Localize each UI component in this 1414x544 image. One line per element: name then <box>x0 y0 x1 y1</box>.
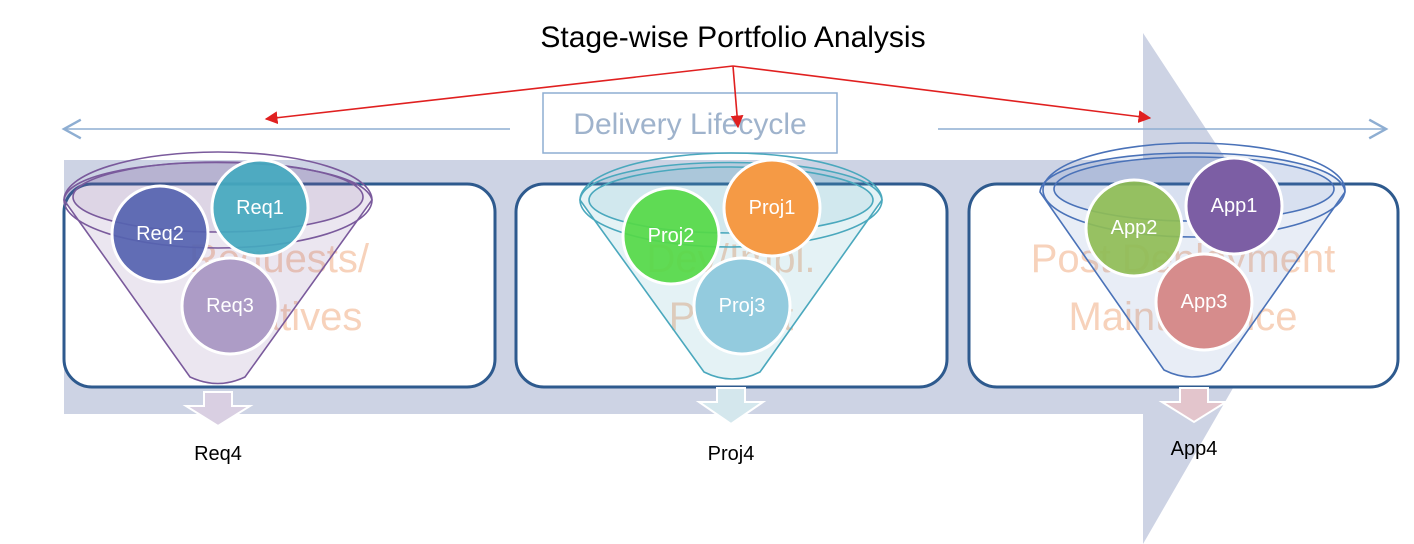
stage-requests: Requests/ Initiatives Req2 Req1 Req3 Req… <box>62 151 497 465</box>
circle-proj1 <box>722 158 822 258</box>
outcome-arrow <box>1158 387 1230 424</box>
title-arrow-center <box>730 65 744 129</box>
circle-label: Proj3 <box>719 295 766 317</box>
title-arrow-right <box>732 65 1152 123</box>
outcome-label: Req4 <box>194 443 242 465</box>
funnel-rim-outer <box>1042 142 1346 238</box>
circle-label: Req2 <box>136 223 184 245</box>
outcome-label: Proj4 <box>708 443 755 465</box>
circle-label: Proj1 <box>749 197 796 219</box>
circle-req2 <box>110 184 210 284</box>
circle-proj2 <box>621 186 721 286</box>
stage-development: Dev/Impl. Project Proj2 Proj1 Proj3 Proj… <box>514 152 949 465</box>
outcome-arrow <box>695 387 767 426</box>
circle-label: Proj2 <box>648 225 695 247</box>
circle-label: App2 <box>1111 217 1158 239</box>
funnel-rim-outer <box>63 151 373 249</box>
lifecycle-label-box <box>542 92 838 154</box>
title-arrow-left <box>264 65 734 125</box>
diagram-title: Stage-wise Portfolio Analysis <box>540 21 925 54</box>
outcome-arrow <box>182 391 254 428</box>
circle-req3 <box>180 256 280 356</box>
circle-label: App1 <box>1211 195 1258 217</box>
circle-label: Req3 <box>206 295 254 317</box>
circle-app1 <box>1184 156 1284 256</box>
circle-app2 <box>1084 178 1184 278</box>
circle-proj3 <box>692 256 792 356</box>
outcome-label: App4 <box>1171 438 1218 460</box>
circle-label: Req1 <box>236 197 284 219</box>
circle-req1 <box>210 158 310 258</box>
circle-app3 <box>1154 252 1254 352</box>
funnel-rim-outer <box>579 152 883 248</box>
circle-label: App3 <box>1181 291 1228 313</box>
stage-maintenance: Post Deployment Maintenance App2 App1 Ap… <box>967 142 1400 460</box>
lifecycle-label: Delivery Lifecycle <box>573 108 806 141</box>
